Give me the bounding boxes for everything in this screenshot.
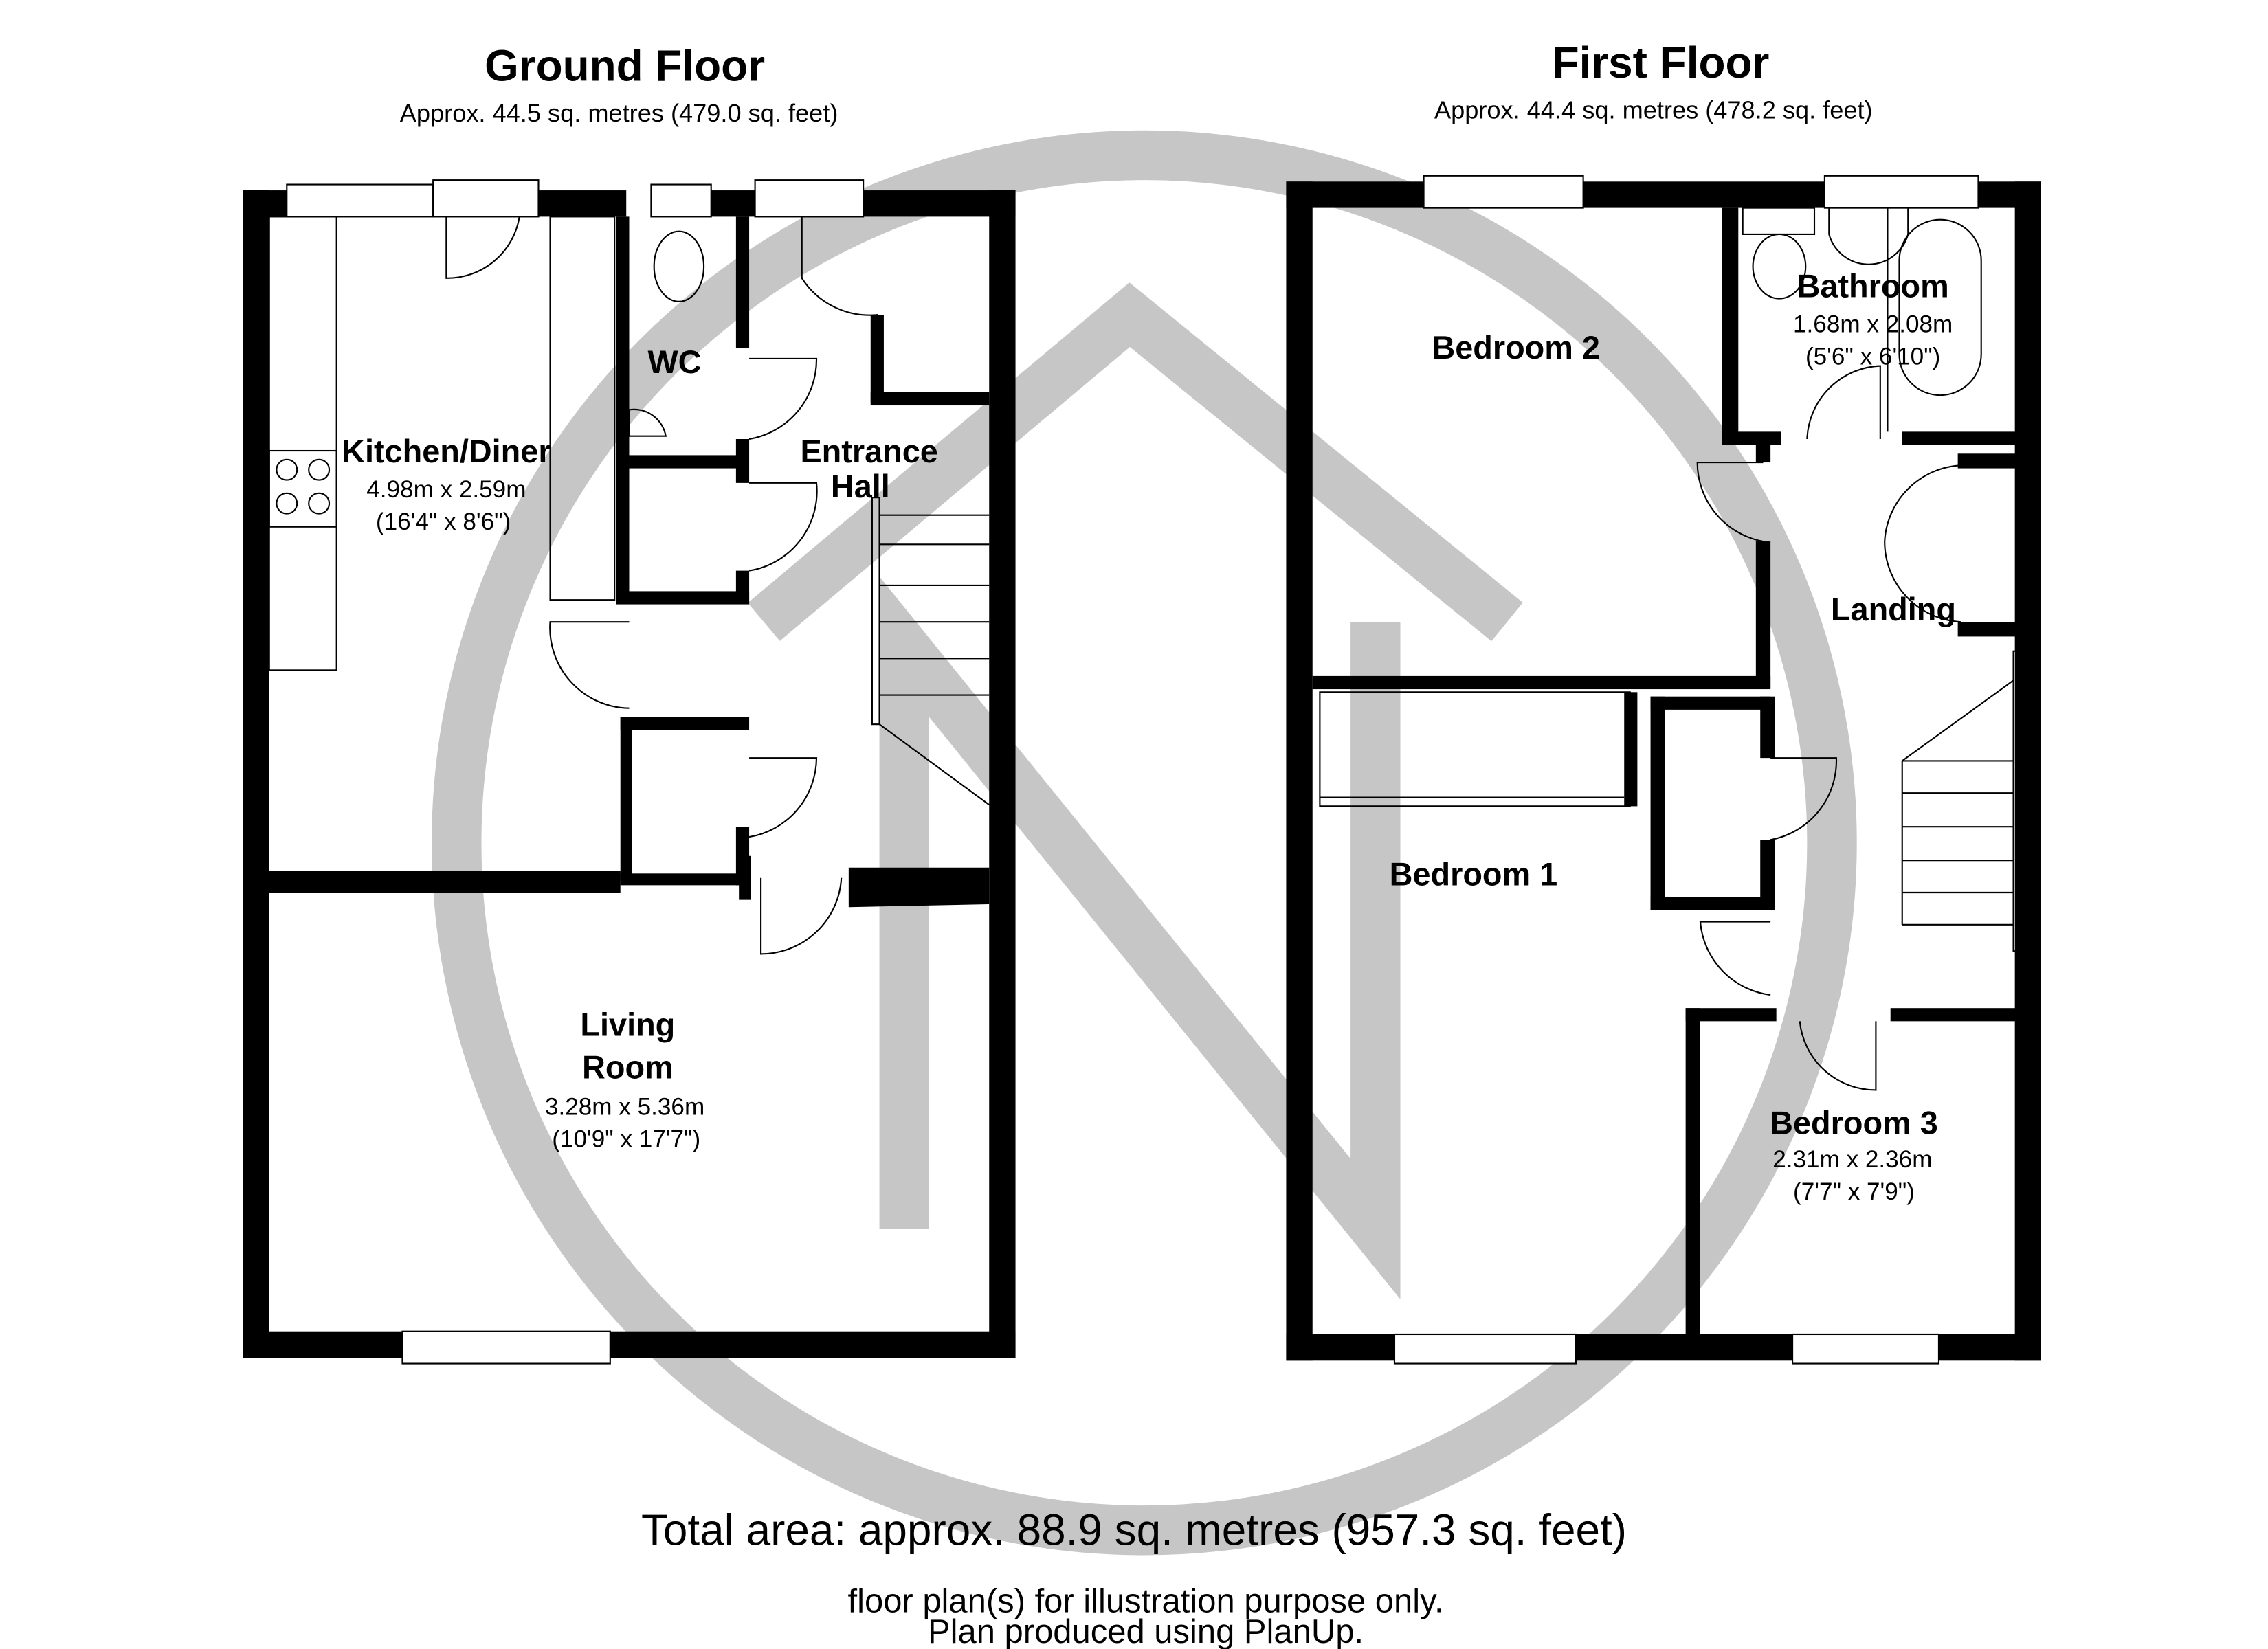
disclaimer: floor plan(s) for illustration purpose o… [848, 1582, 1444, 1619]
room-label-bedroom-2: Bedroom 2 [1432, 330, 1600, 366]
staircase-first-floor [1901, 650, 2022, 952]
room-dims-living-imperial: (10'9" x 17'7") [552, 1125, 700, 1152]
room-label-room: Room [582, 1049, 674, 1085]
ground-floor-title: Ground Floor [485, 41, 765, 90]
room-dims-bathroom-imperial: (5'6" x 6'10") [1805, 343, 1940, 370]
room-dims-kitchen-imperial: (16'4" x 8'6") [376, 508, 511, 535]
first-floor-area: Approx. 44.4 sq. metres (478.2 sq. feet) [1434, 96, 1873, 124]
room-dims-living-metric: 3.28m x 5.36m [545, 1094, 704, 1121]
room-label-hall: Hall [831, 469, 890, 504]
staircase [871, 497, 990, 806]
room-dims-kitchen-metric: 4.98m x 2.59m [366, 476, 526, 503]
room-dims-bedroom-3-metric: 2.31m x 2.36m [1772, 1146, 1932, 1173]
room-label-bathroom: Bathroom [1797, 268, 1949, 304]
ground-floor-plan [243, 179, 1016, 1365]
room-dims-bedroom-3-imperial: (7'7" x 7'9") [1793, 1178, 1915, 1205]
room-label-living: Living [580, 1007, 675, 1043]
watermark-logo [432, 130, 1857, 1556]
room-label-wc: WC [647, 344, 701, 380]
room-label-bedroom-3: Bedroom 3 [1770, 1105, 1938, 1141]
room-dims-bathroom-metric: 1.68m x 2.08m [1793, 311, 1953, 338]
room-label-landing: Landing [1831, 592, 1956, 627]
ground-floor-area: Approx. 44.5 sq. metres (479.0 sq. feet) [400, 99, 838, 127]
first-floor-title: First Floor [1553, 38, 1770, 87]
credit: Plan produced using PlanUp. [928, 1613, 1364, 1649]
first-floor-plan [1286, 175, 2041, 1365]
room-label-entrance: Entrance [800, 434, 937, 469]
total-area: Total area: approx. 88.9 sq. metres (957… [641, 1505, 1627, 1555]
room-label-kitchen: Kitchen/Diner [342, 434, 551, 469]
room-label-bedroom-1: Bedroom 1 [1390, 856, 1558, 892]
